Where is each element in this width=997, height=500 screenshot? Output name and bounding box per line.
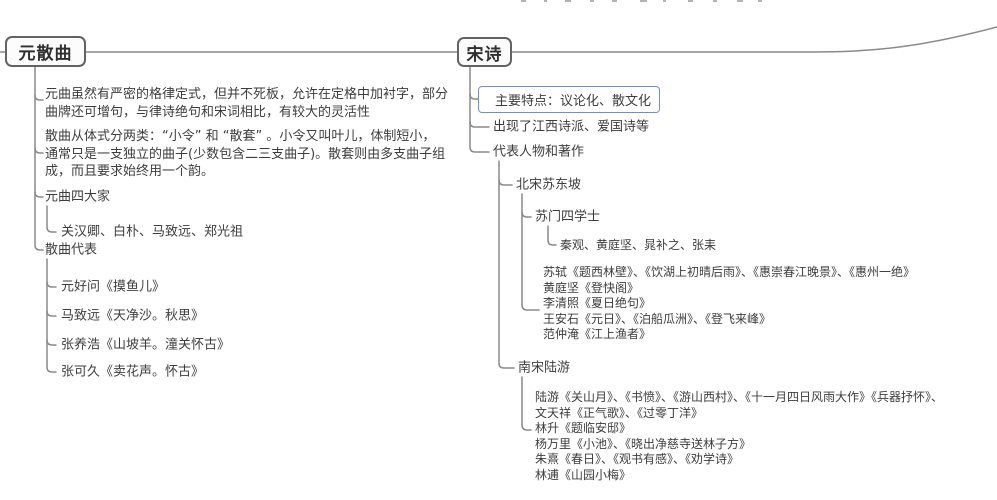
yuan-form-note[interactable]: 散曲从体式分两类：“小令” 和 “散套” 。小令又叫叶儿，体制短小， 通常只是一… bbox=[45, 129, 446, 179]
song-south-works[interactable]: 陆游《关山月》、《书愤》、《游山西村》、《十一月四日风雨大作》《兵器抒怀》、 文… bbox=[535, 390, 944, 482]
yuan-flexibility-note[interactable]: 元曲虽然有严密的格律定式，但并不死板，允许在定格中加衬字，部分 曲牌还可增句，与… bbox=[45, 87, 449, 120]
song-feature-text: 主要特点：议论化、散文化 bbox=[495, 94, 652, 109]
node-yuan-sanqu[interactable]: 元散曲 bbox=[5, 36, 86, 67]
song-four-scholars-names[interactable]: 秦观、黄庭坚、晁补之、张耒 bbox=[560, 238, 717, 252]
song-feature-topic[interactable]: 主要特点：议论化、散文化 bbox=[478, 86, 660, 113]
yuan-representative-item[interactable]: 元好问《摸鱼儿》 bbox=[61, 279, 166, 295]
yuan-representatives-label[interactable]: 散曲代表 bbox=[45, 242, 98, 258]
song-north-su-label[interactable]: 北宋苏东坡 bbox=[516, 177, 582, 193]
song-schools-topic[interactable]: 出现了江西诗派、爱国诗等 bbox=[493, 119, 650, 135]
song-figures-label[interactable]: 代表人物和著作 bbox=[493, 144, 585, 160]
yuan-four-masters-names[interactable]: 关汉卿、白朴、马致远、郑光祖 bbox=[61, 224, 244, 240]
yuan-representative-item[interactable]: 马致远《天净沙。秋思》 bbox=[61, 308, 205, 324]
yuan-representative-item[interactable]: 张可久《卖花声。怀古》 bbox=[61, 364, 205, 380]
node-song-shi[interactable]: 宋诗 bbox=[457, 37, 512, 67]
yuan-representative-item[interactable]: 张养浩《山坡羊。潼关怀古》 bbox=[61, 337, 231, 353]
song-four-scholars-label[interactable]: 苏门四学士 bbox=[535, 209, 601, 225]
yuan-four-masters-label[interactable]: 元曲四大家 bbox=[45, 189, 111, 205]
song-south-lu-label[interactable]: 南宋陆游 bbox=[518, 360, 571, 376]
song-north-works[interactable]: 苏轼《题西林壁》、《饮湖上初晴后雨》、《惠崇春江晚景》、《惠州一绝》 黄庭坚《登… bbox=[543, 265, 916, 342]
